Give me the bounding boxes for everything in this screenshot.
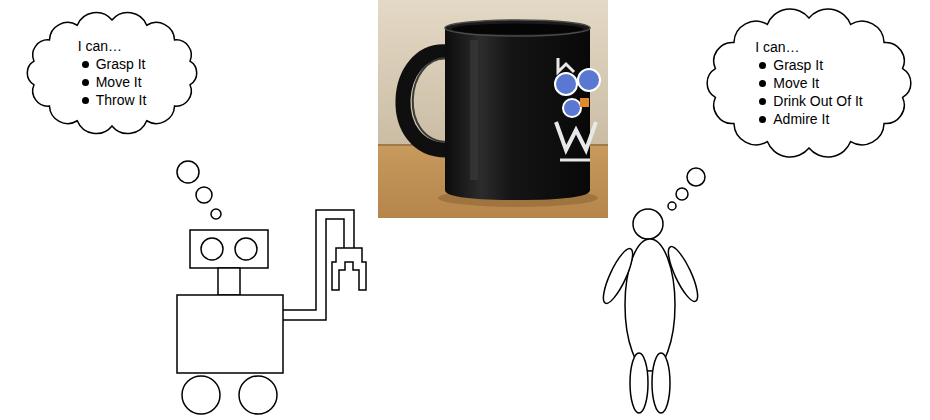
thought-bubble	[676, 188, 688, 200]
mug-logo	[555, 58, 600, 160]
human-leg	[630, 353, 648, 413]
thought-bubble	[196, 187, 212, 203]
cloud-outline	[14, 2, 210, 144]
mug-reflection	[470, 40, 478, 180]
ability-item: Move It	[78, 73, 147, 91]
cloud-shape	[27, 12, 196, 133]
human-leg	[652, 353, 670, 413]
ability-item: Move It	[755, 74, 862, 92]
human-arm	[598, 245, 638, 306]
thought-cloud: I can…Grasp ItMove ItThrow It	[14, 2, 210, 144]
mug-handle-highlight	[413, 58, 448, 142]
mug-photo	[378, 0, 608, 218]
robot-wheel	[239, 376, 277, 414]
mug-opening	[452, 24, 584, 35]
logo-dot	[563, 99, 581, 117]
robot-gripper	[332, 248, 366, 290]
logo-mark	[556, 122, 596, 150]
robot-neck	[218, 268, 240, 295]
human-figure	[598, 209, 703, 413]
mug-rim	[445, 20, 590, 36]
cloud-text: I can…Grasp ItMove ItDrink Out Of ItAdmi…	[755, 38, 862, 128]
cloud-heading: I can…	[755, 38, 862, 56]
logo-mark	[558, 58, 574, 72]
robot-figure	[177, 210, 366, 414]
logo-square	[580, 98, 589, 107]
ability-item: Grasp It	[755, 56, 862, 74]
thought-bubble	[177, 161, 199, 183]
robot-wheel	[182, 376, 220, 414]
thought-bubble	[687, 168, 705, 186]
logo-mark	[560, 159, 590, 162]
logo-dot	[578, 69, 600, 91]
human-head	[633, 209, 663, 239]
mug-handle	[403, 52, 448, 150]
mug-body	[445, 28, 590, 200]
robot-body	[177, 295, 283, 373]
logo-dot	[555, 73, 577, 95]
cloud-shape	[707, 9, 911, 157]
cloud-heading: I can…	[78, 37, 147, 55]
ability-item: Throw It	[78, 91, 147, 109]
robot-eye	[235, 238, 257, 260]
ability-item: Drink Out Of It	[755, 92, 862, 110]
cloud-text: I can…Grasp ItMove ItThrow It	[78, 37, 147, 109]
ability-item: Grasp It	[78, 55, 147, 73]
thought-cloud: I can…Grasp ItMove ItDrink Out Of ItAdmi…	[695, 0, 923, 166]
robot-head	[190, 230, 268, 268]
thought-bubble	[668, 202, 676, 210]
thought-bubble	[211, 209, 221, 219]
human-arm	[663, 243, 703, 304]
robot-eye	[201, 238, 223, 260]
ability-item: Admire It	[755, 110, 862, 128]
